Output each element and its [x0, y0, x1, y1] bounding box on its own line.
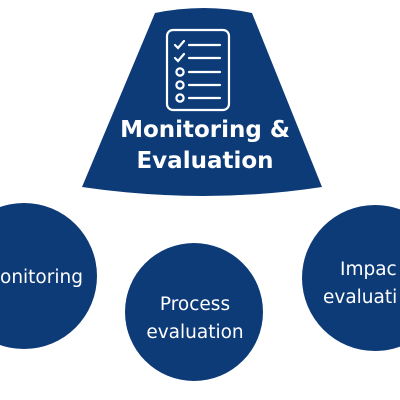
header-title-line2: Evaluation: [136, 148, 274, 174]
circle-monitoring-label: onitoring: [0, 267, 83, 288]
circle-monitoring: [0, 203, 97, 349]
circle-process-label-line2: evaluation: [146, 322, 244, 343]
checklist-icon: [165, 28, 231, 112]
circle-impact-label-line2: evaluati: [323, 287, 398, 308]
circle-process-evaluation: [125, 243, 263, 381]
circle-impact-label-line1: Impac: [340, 259, 397, 280]
header-sector: [82, 8, 322, 196]
circle-impact-evaluation: [302, 205, 400, 351]
header-title-line1: Monitoring &: [120, 117, 290, 143]
circle-process-label-line1: Process: [159, 294, 231, 315]
